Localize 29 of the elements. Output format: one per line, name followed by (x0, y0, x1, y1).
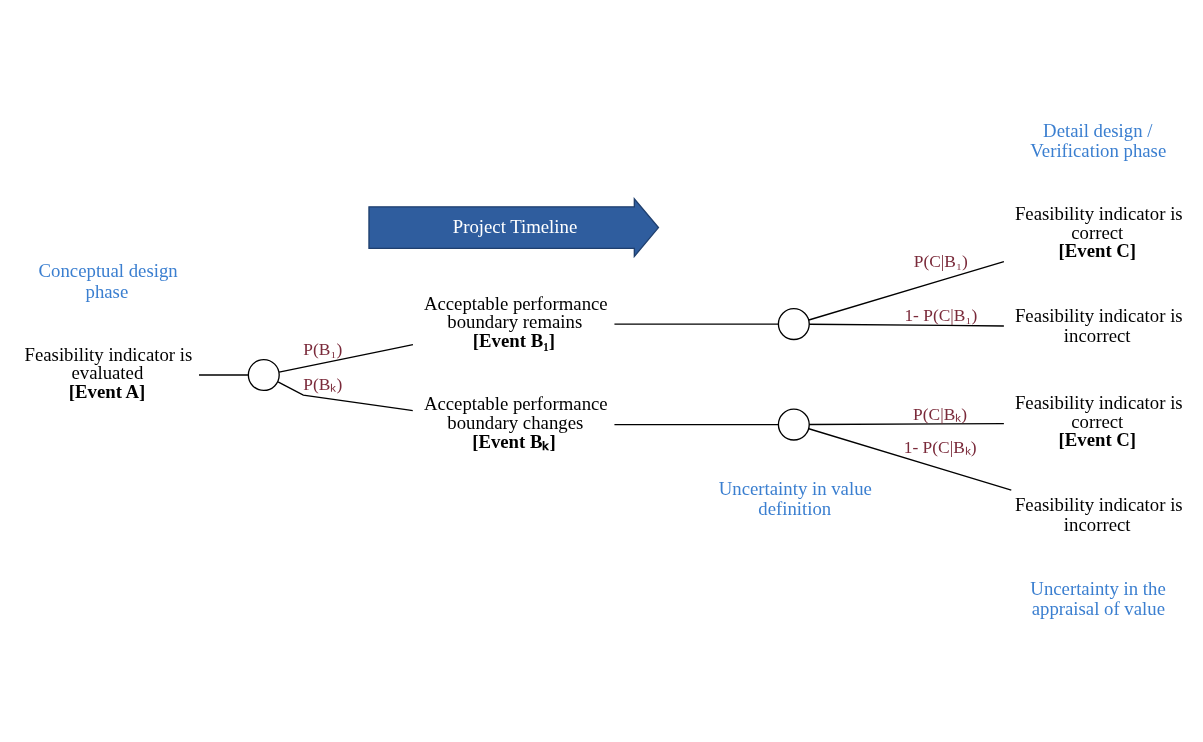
node-text: Feasibility indicator is correct [Event C] (1014, 202, 1183, 262)
edge-label: 1- P(C|Bₖ) (903, 437, 977, 458)
label: Uncertainty in value definition (718, 477, 872, 519)
node-text: Feasibility indicator is correct [Event C] (1014, 391, 1183, 451)
connector (613, 423, 779, 426)
node-circle (777, 408, 810, 441)
connector (198, 374, 249, 376)
connector (808, 428, 1012, 491)
connector (278, 343, 414, 373)
edge-label: P(C|Bₖ) (913, 403, 968, 424)
node-text: Feasibility indicator is evaluated [Event A] (24, 343, 193, 403)
node-text: Acceptable performance boundary changes [Event Bₖ] (423, 393, 608, 452)
node-text: Feasibility indicator is incorrect (1014, 304, 1183, 346)
connector (808, 423, 1005, 426)
label: Conceptual design phase (38, 260, 178, 302)
connector (277, 381, 414, 412)
edge-label: 1- P(C|B₁) (904, 304, 978, 325)
label: Uncertainty in the appraisal of value (1030, 578, 1166, 620)
connector (808, 261, 1005, 321)
edge-label: P(Bₖ) (303, 374, 343, 395)
node-text: Feasibility indicator is incorrect (1014, 493, 1183, 535)
node-circle (247, 358, 280, 392)
node-text: Acceptable performance boundary remains [Event B₁] (423, 292, 608, 352)
connector (808, 323, 1005, 327)
node-circle (777, 308, 810, 341)
edge-label: P(B₁) (303, 339, 343, 360)
connector (613, 323, 779, 325)
label: Detail design / Verification phase (1030, 119, 1167, 161)
edge-label: P(C|B₁) (913, 251, 968, 271)
